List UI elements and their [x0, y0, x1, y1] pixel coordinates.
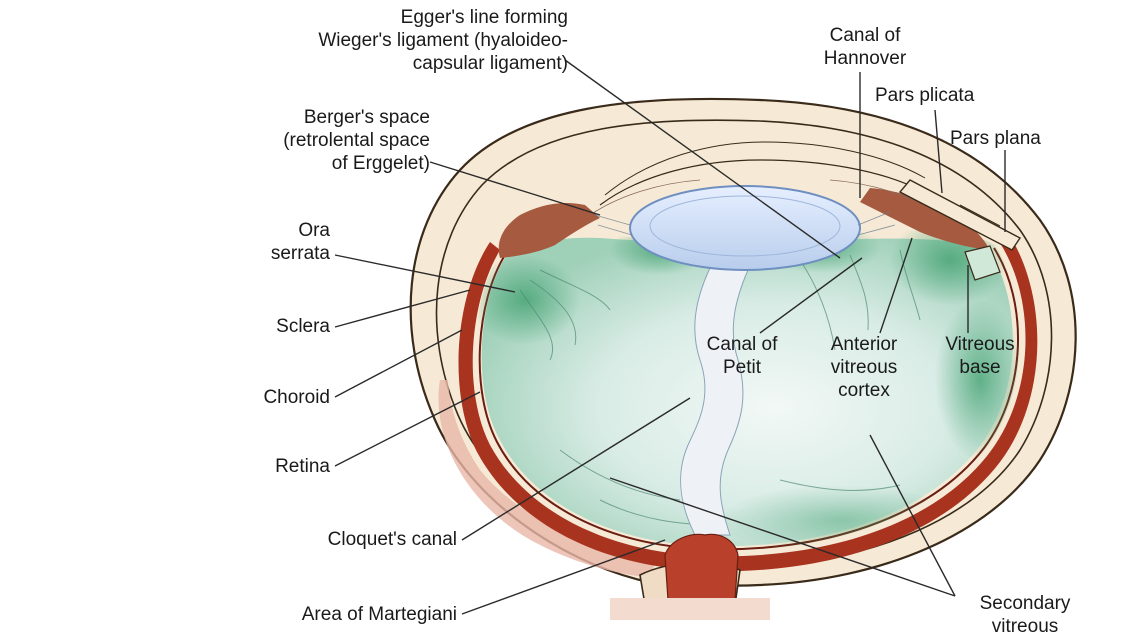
label-retina: Retina	[200, 455, 330, 478]
label-canal-petit: Canal of Petit	[682, 333, 802, 379]
label-anterior-vitreous-cortex: Anterior vitreous cortex	[806, 333, 922, 402]
crystalline-lens	[630, 186, 860, 270]
label-sclera: Sclera	[220, 315, 330, 338]
label-eggers-line: Egger's line forming Wieger's ligament (…	[128, 6, 568, 75]
label-area-martegiani: Area of Martegiani	[150, 603, 457, 626]
label-canal-hannover: Canal of Hannover	[790, 24, 940, 70]
label-choroid: Choroid	[200, 386, 330, 409]
optic-nerve	[665, 534, 738, 600]
label-cloquets-canal: Cloquet's canal	[200, 528, 457, 551]
label-pars-plicata: Pars plicata	[875, 84, 974, 107]
label-pars-plana: Pars plana	[950, 127, 1041, 150]
label-bergers-space: Berger's space (retrolental space of Erg…	[170, 106, 430, 175]
label-secondary-vitreous: Secondary vitreous	[955, 592, 1095, 638]
label-ora-serrata: Ora serrata	[230, 219, 330, 265]
label-vitreous-base: Vitreous base	[918, 333, 1042, 379]
